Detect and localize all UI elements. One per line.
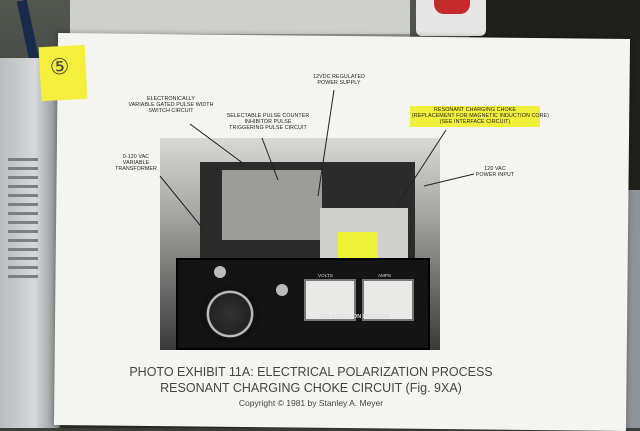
metal-device	[0, 58, 60, 428]
transformer-annotation: 0-120 VAC VARIABLE TRANSFORMER	[114, 154, 157, 173]
choke-annotation: RESONANT CHARGING CHOKE (REPLACEMENT FOR…	[410, 106, 550, 127]
volts-meter	[304, 279, 356, 321]
equipment-box	[70, 0, 410, 37]
vents	[8, 158, 38, 278]
amps-meter	[362, 279, 414, 321]
pulse-annotation: ELECTRONICALLY VARIABLE GATED PULSE WIDT…	[128, 96, 214, 115]
caption-subtitle: RESONANT CHARGING CHOKE CIRCUIT (Fig. 9X…	[160, 381, 462, 395]
volts-label: VOLTS	[318, 273, 333, 278]
counter-annotation: SELECTABLE PULSE COUNTER INHIBITOR PULSE…	[226, 113, 310, 132]
circuit-boards	[222, 170, 322, 240]
supply-annotation: 12VDC REGULATED POWER SUPPLY	[312, 74, 366, 87]
transformer-dial	[200, 286, 260, 342]
copyright: Copyright © 1981 by Stanley A. Meyer	[238, 398, 384, 408]
amps-label: AMPS	[378, 273, 392, 278]
circle-mark: ⑤	[49, 53, 71, 80]
knob	[276, 284, 288, 296]
yellow-tag	[338, 232, 378, 260]
red-lid	[434, 0, 470, 14]
ac-line-annotation: 120 VAC POWER INPUT	[475, 166, 515, 179]
caption-title: PHOTO EXHIBIT 11A: ELECTRICAL POLARIZATI…	[129, 365, 493, 379]
sticky-note: ⑤	[38, 44, 88, 102]
panel-title: POLARIZATION PROCESS	[320, 314, 390, 320]
knob	[214, 266, 226, 278]
